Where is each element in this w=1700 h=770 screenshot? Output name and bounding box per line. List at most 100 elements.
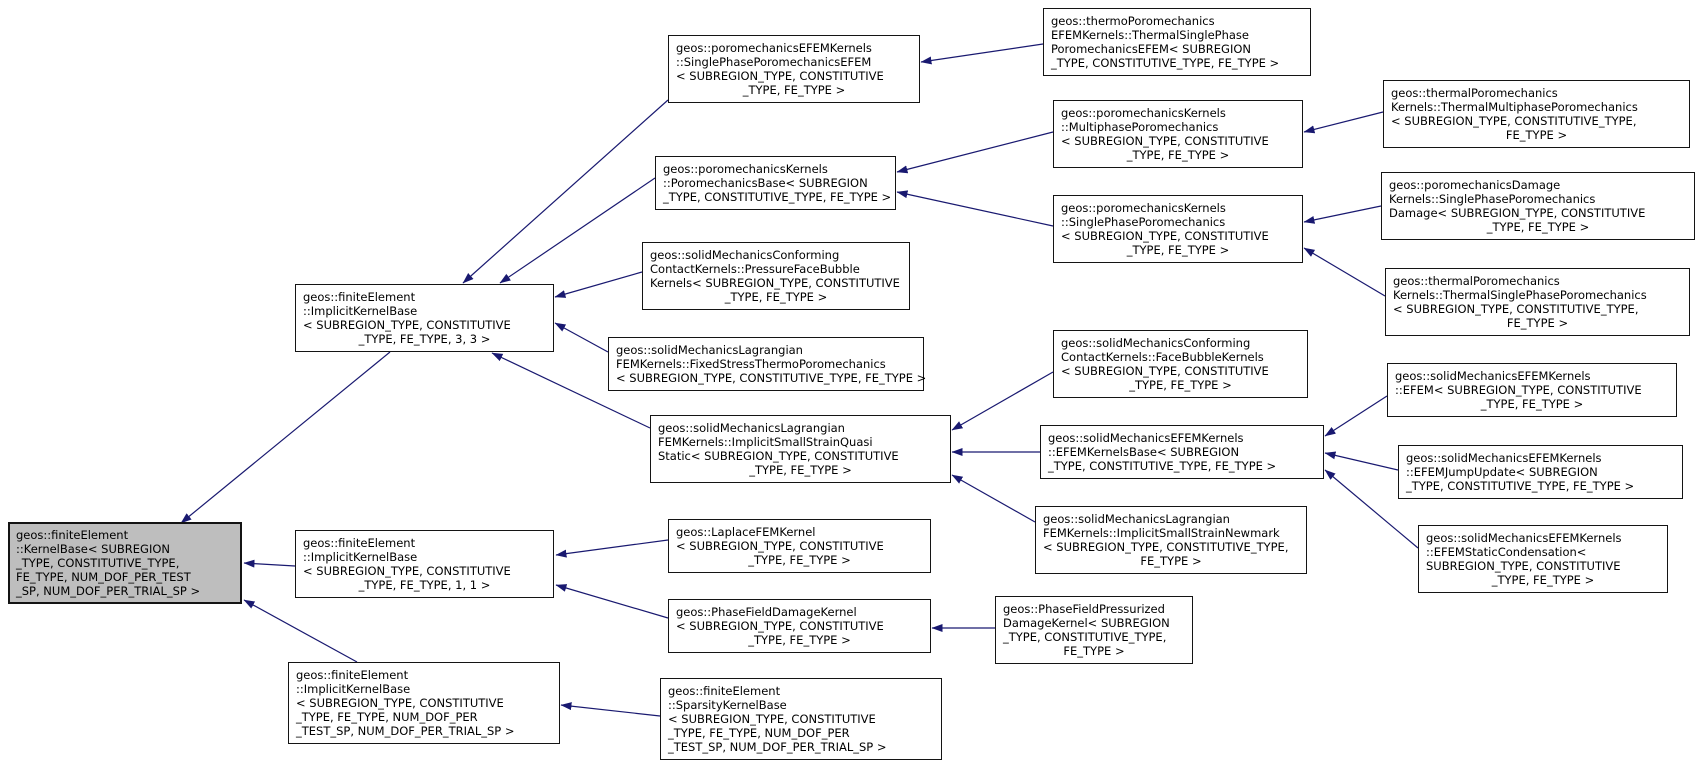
class-node-label-line: _TYPE, FE_TYPE, NUM_DOF_PER — [668, 726, 850, 740]
class-node-label-line: ::ImplicitKernelBase — [296, 682, 411, 696]
class-node-label-line: geos::PhaseFieldPressurized — [1003, 602, 1165, 616]
class-node-label-line: _TYPE, FE_TYPE > — [749, 463, 852, 477]
class-node-label-line: geos::solidMechanicsLagrangian — [658, 421, 845, 435]
class-node-efem-kernels-base[interactable]: geos::solidMechanicsEFEMKernels::EFEMKer… — [1040, 425, 1324, 479]
class-node-label-line: ::EFEM< SUBREGION_TYPE, CONSTITUTIVE — [1395, 383, 1642, 397]
class-node-multiphase-poromechanics[interactable]: geos::poromechanicsKernels::MultiphasePo… — [1053, 100, 1303, 168]
class-node-label-line: geos::solidMechanicsEFEMKernels — [1048, 431, 1244, 445]
class-node-label-line: ContactKernels::PressureFaceBubble — [650, 262, 860, 276]
class-node-label-line: FE_TYPE > — [1506, 316, 1569, 330]
class-node-label-line: Damage< SUBREGION_TYPE, CONSTITUTIVE — [1389, 206, 1646, 220]
class-node-label-line: geos::solidMechanicsConforming — [1061, 336, 1251, 350]
class-node-label-line: FEMKernels::ImplicitSmallStrainNewmark — [1043, 526, 1280, 540]
class-node-label-line: < SUBREGION_TYPE, CONSTITUTIVE — [1061, 364, 1269, 378]
inheritance-edge-fixed-stress-thermo-poromechanics--to--implicit-kernel-base-3-3 — [554, 322, 609, 353]
class-node-label-line: geos::poromechanicsDamage — [1389, 178, 1561, 192]
inheritance-edge-implicit-small-strain-quasi-static--to--implicit-kernel-base-3-3 — [491, 352, 651, 429]
class-node-label-line: _TYPE, FE_TYPE, 1, 1 > — [358, 578, 491, 592]
class-node-label-line: < SUBREGION_TYPE, CONSTITUTIVE — [676, 69, 884, 83]
class-node-label-line: _TEST_SP, NUM_DOF_PER_TRIAL_SP > — [296, 724, 515, 738]
class-node-label-line: Kernels::SinglePhasePoromechanics — [1389, 192, 1596, 206]
class-node-label-line: _TYPE, FE_TYPE > — [748, 633, 851, 647]
class-node-label-line: geos::thermalPoromechanics — [1393, 274, 1560, 288]
class-node-label-line: Kernels::ThermalMultiphasePoromechanics — [1391, 100, 1638, 114]
class-node-efem[interactable]: geos::solidMechanicsEFEMKernels::EFEM< S… — [1387, 363, 1677, 417]
class-node-label-line: ::EFEMStaticCondensation< — [1426, 545, 1587, 559]
class-node-label-line: _TYPE, CONSTITUTIVE_TYPE, FE_TYPE > — [1406, 479, 1635, 493]
class-node-label-line: _TYPE, FE_TYPE, 3, 3 > — [358, 332, 491, 346]
class-node-label-line: geos::thermalPoromechanics — [1391, 86, 1558, 100]
class-node-label-line: _TYPE, CONSTITUTIVE_TYPE, FE_TYPE > — [663, 190, 892, 204]
class-node-label-line: FEMKernels::ImplicitSmallStrainQuasi — [658, 435, 873, 449]
class-node-label-line: Static< SUBREGION_TYPE, CONSTITUTIVE — [658, 449, 899, 463]
class-node-label-line: _SP, NUM_DOF_PER_TRIAL_SP > — [16, 584, 201, 598]
class-node-label-line: _TYPE, FE_TYPE > — [748, 553, 851, 567]
class-node-label-line: FE_TYPE > — [1140, 554, 1202, 568]
class-node-label-line: geos::thermoPoromechanics — [1051, 14, 1215, 28]
class-node-label-line: < SUBREGION_TYPE, CONSTITUTIVE_TYPE, — [1393, 302, 1639, 316]
class-node-label-line: < SUBREGION_TYPE, CONSTITUTIVE — [303, 564, 511, 578]
class-node-label-line: < SUBREGION_TYPE, CONSTITUTIVE — [668, 712, 876, 726]
class-node-label-line: < SUBREGION_TYPE, CONSTITUTIVE — [1061, 134, 1269, 148]
class-node-label-line: _TYPE, FE_TYPE > — [1126, 148, 1230, 162]
class-node-label-line: ::MultiphasePoromechanics — [1061, 120, 1219, 134]
class-node-label-line: SUBREGION_TYPE, CONSTITUTIVE — [1426, 559, 1621, 573]
class-node-single-phase-poromechanics[interactable]: geos::poromechanicsKernels::SinglePhaseP… — [1053, 195, 1303, 263]
class-node-label-line: ::SinglePhasePoromechanics — [1061, 215, 1226, 229]
class-node-label-line: < SUBREGION_TYPE, CONSTITUTIVE_TYPE, — [1043, 540, 1289, 554]
class-node-sparsity-kernel-base[interactable]: geos::finiteElement::SparsityKernelBase<… — [660, 678, 942, 760]
class-node-label-line: < SUBREGION_TYPE, CONSTITUTIVE — [303, 318, 511, 332]
inheritance-edge-single-phase-poromechanics-efem--to--implicit-kernel-base-3-3 — [462, 99, 669, 284]
class-node-laplace-fem-kernel[interactable]: geos::LaplaceFEMKernel< SUBREGION_TYPE, … — [668, 519, 931, 573]
class-node-label-line: geos::LaplaceFEMKernel — [676, 525, 816, 539]
class-node-label-line: FEMKernels::FixedStressThermoPoromechani… — [616, 357, 886, 371]
class-node-label-line: ::SparsityKernelBase — [668, 698, 787, 712]
class-node-label-line: DamageKernel< SUBREGION — [1003, 616, 1170, 630]
class-node-label-line: geos::poromechanicsKernels — [1061, 201, 1226, 215]
class-node-efem-jump-update[interactable]: geos::solidMechanicsEFEMKernels::EFEMJum… — [1398, 445, 1683, 499]
class-node-phase-field-damage-kernel[interactable]: geos::PhaseFieldDamageKernel< SUBREGION_… — [668, 599, 931, 653]
class-node-efem-static-condensation[interactable]: geos::solidMechanicsEFEMKernels::EFEMSta… — [1418, 525, 1668, 593]
inheritance-edge-thermal-single-phase-poromechanics-efem--to--single-phase-poromechanics-efem — [920, 43, 1044, 65]
class-node-label-line: geos::solidMechanicsLagrangian — [616, 343, 803, 357]
class-node-label-line: EFEMKernels::ThermalSinglePhase — [1051, 28, 1249, 42]
class-node-kernel-base[interactable]: geos::finiteElement::KernelBase< SUBREGI… — [8, 522, 242, 604]
class-node-implicit-kernel-base-1-1[interactable]: geos::finiteElement::ImplicitKernelBase<… — [295, 530, 554, 598]
class-node-label-line: < SUBREGION_TYPE, CONSTITUTIVE — [676, 539, 884, 553]
inheritance-edge-thermal-single-phase-poromechanics--to--single-phase-poromechanics — [1303, 247, 1386, 297]
class-node-poromechanics-base[interactable]: geos::poromechanicsKernels::Poromechanic… — [655, 156, 896, 210]
class-node-implicit-kernel-base-3-3[interactable]: geos::finiteElement::ImplicitKernelBase<… — [295, 284, 554, 352]
inheritance-edge-efem--to--efem-kernels-base — [1324, 395, 1388, 437]
class-node-label-line: _TYPE, FE_TYPE > — [1480, 397, 1584, 411]
class-node-label-line: geos::finiteElement — [296, 668, 409, 682]
class-node-label-line: geos::solidMechanicsLagrangian — [1043, 512, 1230, 526]
class-node-label-line: geos::solidMechanicsEFEMKernels — [1426, 531, 1622, 545]
class-node-label-line: ::ImplicitKernelBase — [303, 550, 418, 564]
inheritance-edge-implicit-kernel-base-3-3--to--kernel-base — [180, 351, 391, 524]
class-node-single-phase-poromechanics-efem[interactable]: geos::poromechanicsEFEMKernels::SinglePh… — [668, 35, 920, 103]
class-node-label-line: _TYPE, FE_TYPE > — [1129, 378, 1232, 392]
class-node-label-line: _TYPE, CONSTITUTIVE_TYPE, FE_TYPE > — [1048, 459, 1277, 473]
inheritance-edge-implicit-kernel-base-1-1--to--kernel-base — [243, 559, 296, 568]
class-node-label-line: ::KernelBase< SUBREGION — [16, 542, 170, 556]
class-node-label-line: FE_TYPE, NUM_DOF_PER_TEST — [16, 570, 191, 584]
class-node-implicit-kernel-base-numdof[interactable]: geos::finiteElement::ImplicitKernelBase<… — [288, 662, 560, 744]
class-node-label-line: geos::PhaseFieldDamageKernel — [676, 605, 857, 619]
inheritance-edge-single-phase-poromechanics-damage--to--single-phase-poromechanics — [1303, 205, 1382, 224]
inheritance-edge-single-phase-poromechanics--to--poromechanics-base — [896, 190, 1054, 227]
class-node-label-line: _TYPE, FE_TYPE > — [742, 83, 846, 97]
class-node-label-line: _TYPE, CONSTITUTIVE_TYPE, — [1003, 630, 1167, 644]
class-node-label-line: ::ImplicitKernelBase — [303, 304, 418, 318]
